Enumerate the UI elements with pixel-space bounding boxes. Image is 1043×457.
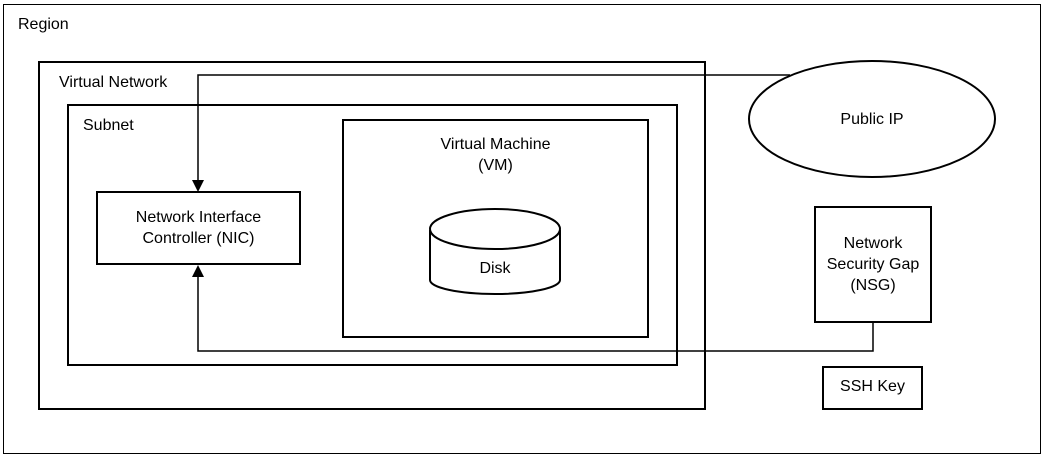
virtual-network-box [38,61,706,410]
subnet-box [67,104,678,366]
public-ip-ellipse [748,60,996,178]
virtual-machine-label: Virtual Machine (VM) [342,134,649,176]
arrowhead-public-ip-to-nic [192,180,204,192]
ssh-key-label: SSH Key [840,378,905,395]
region-label: Region [18,16,69,33]
disk-top [429,208,561,250]
region-box [3,4,1041,454]
virtual-network-label: Virtual Network [59,74,168,91]
vm-label-line1: Virtual Machine [440,136,551,153]
vm-label-line2: (VM) [478,157,513,174]
nic-label: Network Interface Controller (NIC) [96,207,301,249]
public-ip-label: Public IP [840,111,904,128]
nic-box [96,191,301,265]
nic-label-line1: Network Interface [135,209,262,226]
nsg-label: Network Security Gap (NSG) [814,233,932,296]
disk-label: Disk [479,260,511,277]
virtual-machine-box [342,119,649,338]
nic-label-line2: Controller (NIC) [142,230,255,247]
subnet-label: Subnet [83,117,134,134]
connector-nsg-to-nic [197,273,874,352]
disk-cylinder [429,208,561,295]
connector-public-ip-to-nic [197,74,790,183]
nsg-label-line3: (NSG) [850,277,896,294]
nsg-label-line2: Security Gap [826,256,920,273]
nsg-box [814,206,932,323]
arrowhead-nsg-to-nic [192,265,204,277]
ssh-key-box [822,366,923,410]
nsg-label-line1: Network [843,235,903,252]
